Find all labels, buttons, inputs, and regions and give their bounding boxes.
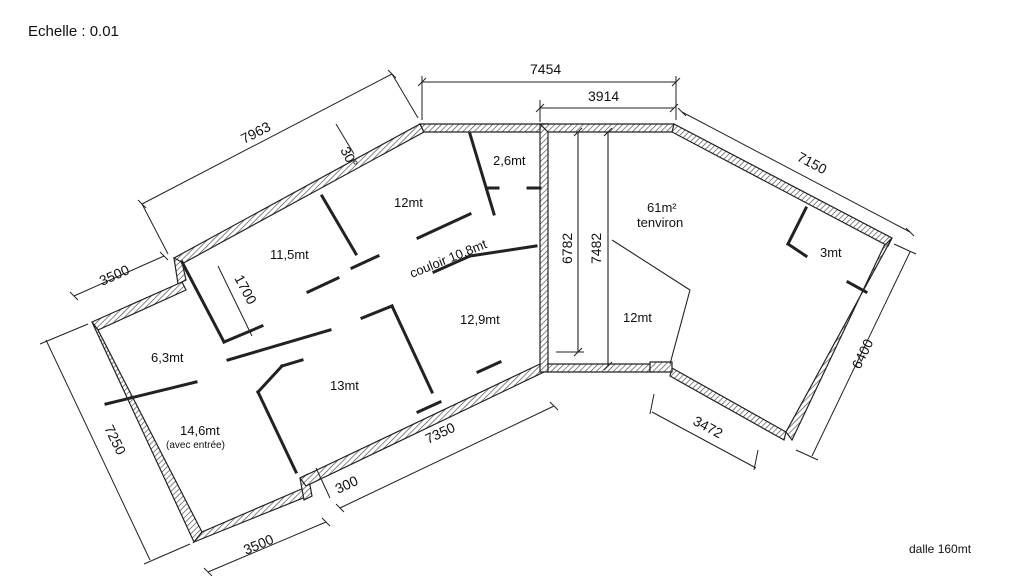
partition-d [468,132,490,196]
dim-label-d10: 7250 [101,422,129,457]
dim-label-d8: 6782 [559,233,575,264]
wall-right-top [538,123,675,133]
dim-label-d5: 7150 [795,149,830,178]
room-label-r8: 14,6mt [180,423,220,438]
wall-east-left [539,123,549,373]
partition-a [179,259,227,345]
dim-label-d12: 3472 [691,413,726,442]
partition-g [350,254,380,270]
dim-label-d9: 7482 [588,233,604,264]
partition-p [256,390,298,474]
dim-label-d11: 6400 [848,336,876,371]
dim-label-d14: 300 [333,472,361,496]
dim-label-d1: 7454 [530,61,561,77]
right-wing-measure-lines [556,127,613,371]
room-label-r9b: tenviron [637,215,683,230]
dim-label-d2: 3914 [588,88,619,104]
scale-label: Echelle : 0.01 [28,23,119,40]
room-label-r1: 2,6mt [493,153,526,168]
partition-closet-2 [785,241,809,259]
room-label-r9: 61m² [647,200,677,215]
partition-closet-1 [785,205,809,247]
dimension-lines [39,69,917,576]
partition-j [468,244,538,258]
partition-h [306,276,340,294]
room-label-r5: 12,9mt [460,312,500,327]
dim-label-d15: 3500 [241,531,276,558]
partition-f [416,212,472,240]
dim-label-d3: 7963 [238,118,273,146]
room-label-r11: 12mt [623,310,652,325]
partition-n [104,380,198,406]
wall-notch-vertical [173,256,187,285]
wall-south [192,487,309,544]
wall-right-east [785,237,893,442]
partition-k [360,304,394,320]
partition-m [226,328,332,362]
interior-partitions [104,132,869,474]
partition-i [432,254,472,274]
room-label-r6: 6,3mt [151,350,184,365]
room-label-r7: 13mt [330,378,359,393]
room-label-r3: 11,5mt [270,247,309,262]
partition-c [319,193,359,257]
partition-q [280,358,304,368]
room-label-r4: couloir 10,8mt [408,236,490,281]
room-label-r10: 3mt [820,245,842,260]
wall-right-pillar [649,361,673,373]
wall-right-diagonal [671,123,893,247]
room-label-r8b: (avec entrée) [166,440,225,451]
partition-l [390,304,434,394]
wall-top-diagonal [173,123,425,267]
wall-right-bottom [547,363,651,373]
right-wing-walls [538,123,893,442]
partition-diag-1 [611,239,691,291]
partition-e [486,192,496,216]
slab-label: dalle 160mt [909,542,972,556]
partition-b [222,324,264,344]
partition-closet-3 [845,279,869,295]
partition-diag-2 [669,289,691,365]
wall-right-south [669,367,787,441]
wall-top-flat [419,123,549,133]
partition-o [255,363,285,395]
dimension-labels: 7454 3914 7963 30° 7150 3500 1700 6782 7… [97,61,877,558]
partition-r [416,400,442,414]
room-label-r2: 12mt [394,195,423,210]
wall-notch-horizontal [91,281,187,331]
partition-s [476,360,502,374]
dim-label-d6: 3500 [97,261,132,288]
